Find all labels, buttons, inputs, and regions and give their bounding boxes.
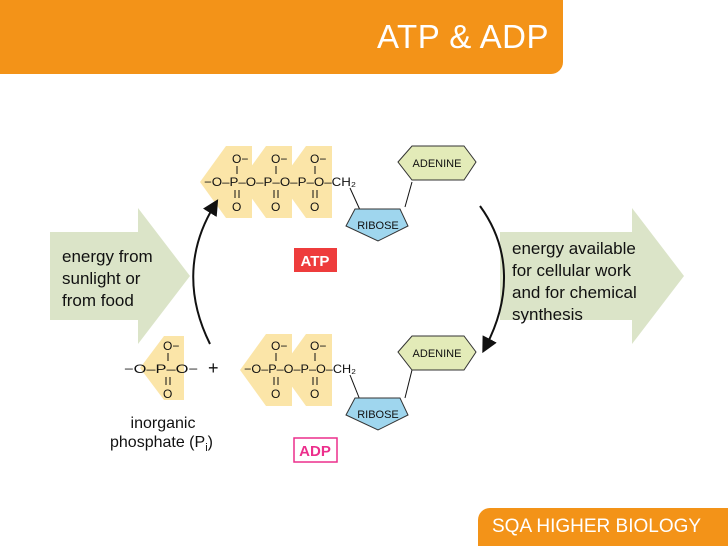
pi-o: O: [163, 387, 172, 401]
footer-bar: SQA HIGHER BIOLOGY: [478, 508, 728, 546]
atp-o-1: O: [232, 200, 241, 214]
atp-adenine-shape: [397, 145, 477, 181]
hydrolysis-arrow: [479, 205, 505, 354]
synthesis-arrow: [192, 199, 219, 345]
adp-o-minus-2: O−: [310, 339, 326, 353]
energy-output-line-1: energy available: [512, 239, 636, 258]
adp-phosphate-tab-1: [240, 334, 292, 406]
adp-ch2-to-ribose-bond: [349, 374, 361, 401]
atp-ribose-label: RIBOSE: [357, 220, 399, 232]
energy-input-line-2: sunlight or: [62, 269, 141, 288]
energy-input-arrow: [50, 208, 190, 344]
atp-o-2: O: [271, 200, 280, 214]
pi-label-main: phosphate (P: [110, 434, 205, 451]
atp-phosphate-chain: −O–P–O–P–O–P–O–CH₂: [204, 175, 356, 189]
energy-output-line-3: and for chemical: [512, 283, 637, 302]
adp-ribose-label: RIBOSE: [357, 409, 399, 421]
atp-o-3: O: [310, 200, 319, 214]
adp-phosphate-tab-2: [280, 334, 332, 406]
pi-phosphate-tab: [140, 336, 184, 400]
adp-ribose-shape: [345, 397, 409, 431]
footer-label: SQA HIGHER BIOLOGY: [492, 516, 702, 537]
adp-label: ADP: [299, 443, 331, 460]
title-bar: ATP & ADP: [0, 0, 563, 74]
atp-o-minus-2: O−: [271, 152, 287, 166]
atp-phosphate-tab-2: [240, 146, 292, 218]
energy-output-arrow: [500, 208, 684, 344]
atp-adenine-label: ADENINE: [413, 158, 462, 170]
adp-label-box: [293, 437, 338, 463]
adp-ribose-to-adenine-bond: [404, 369, 413, 399]
energy-input-line-3: from food: [62, 291, 134, 310]
adp-o-minus-1: O−: [271, 339, 287, 353]
adp-o-1: O: [271, 387, 280, 401]
energy-output-line-4: synthesis: [512, 305, 583, 324]
slide-title: ATP & ADP: [376, 18, 549, 55]
pi-label-sub: i: [205, 442, 207, 454]
atp-label: ATP: [301, 253, 330, 270]
adp-adenine-label: ADENINE: [413, 348, 462, 360]
atp-ribose-to-adenine-bond: [404, 181, 413, 208]
adp-adenine-shape: [397, 335, 477, 371]
atp-o-minus-3: O−: [310, 152, 326, 166]
energy-output-line-2: for cellular work: [512, 261, 632, 280]
adp-o-2: O: [310, 387, 319, 401]
pi-o-minus: O−: [163, 339, 179, 353]
adp-phosphate-chain: −O–P–O–P–O–CH₂: [244, 362, 356, 376]
pi-label-close: ): [208, 434, 213, 451]
pi-label-line-1: inorganic: [131, 415, 196, 432]
energy-input-line-1: energy from: [62, 247, 153, 266]
pi-label-line-2: phosphate (Pi): [110, 434, 213, 454]
atp-phosphate-tab-3: [280, 146, 332, 218]
atp-ribose-shape: [345, 208, 409, 242]
atp-o-minus-1: O−: [232, 152, 248, 166]
plus-sign: +: [208, 358, 219, 378]
pi-phosphate-chain: −O–P–O−: [124, 362, 198, 376]
atp-ch2-to-ribose-bond: [349, 187, 361, 211]
atp-label-box: [294, 248, 337, 272]
